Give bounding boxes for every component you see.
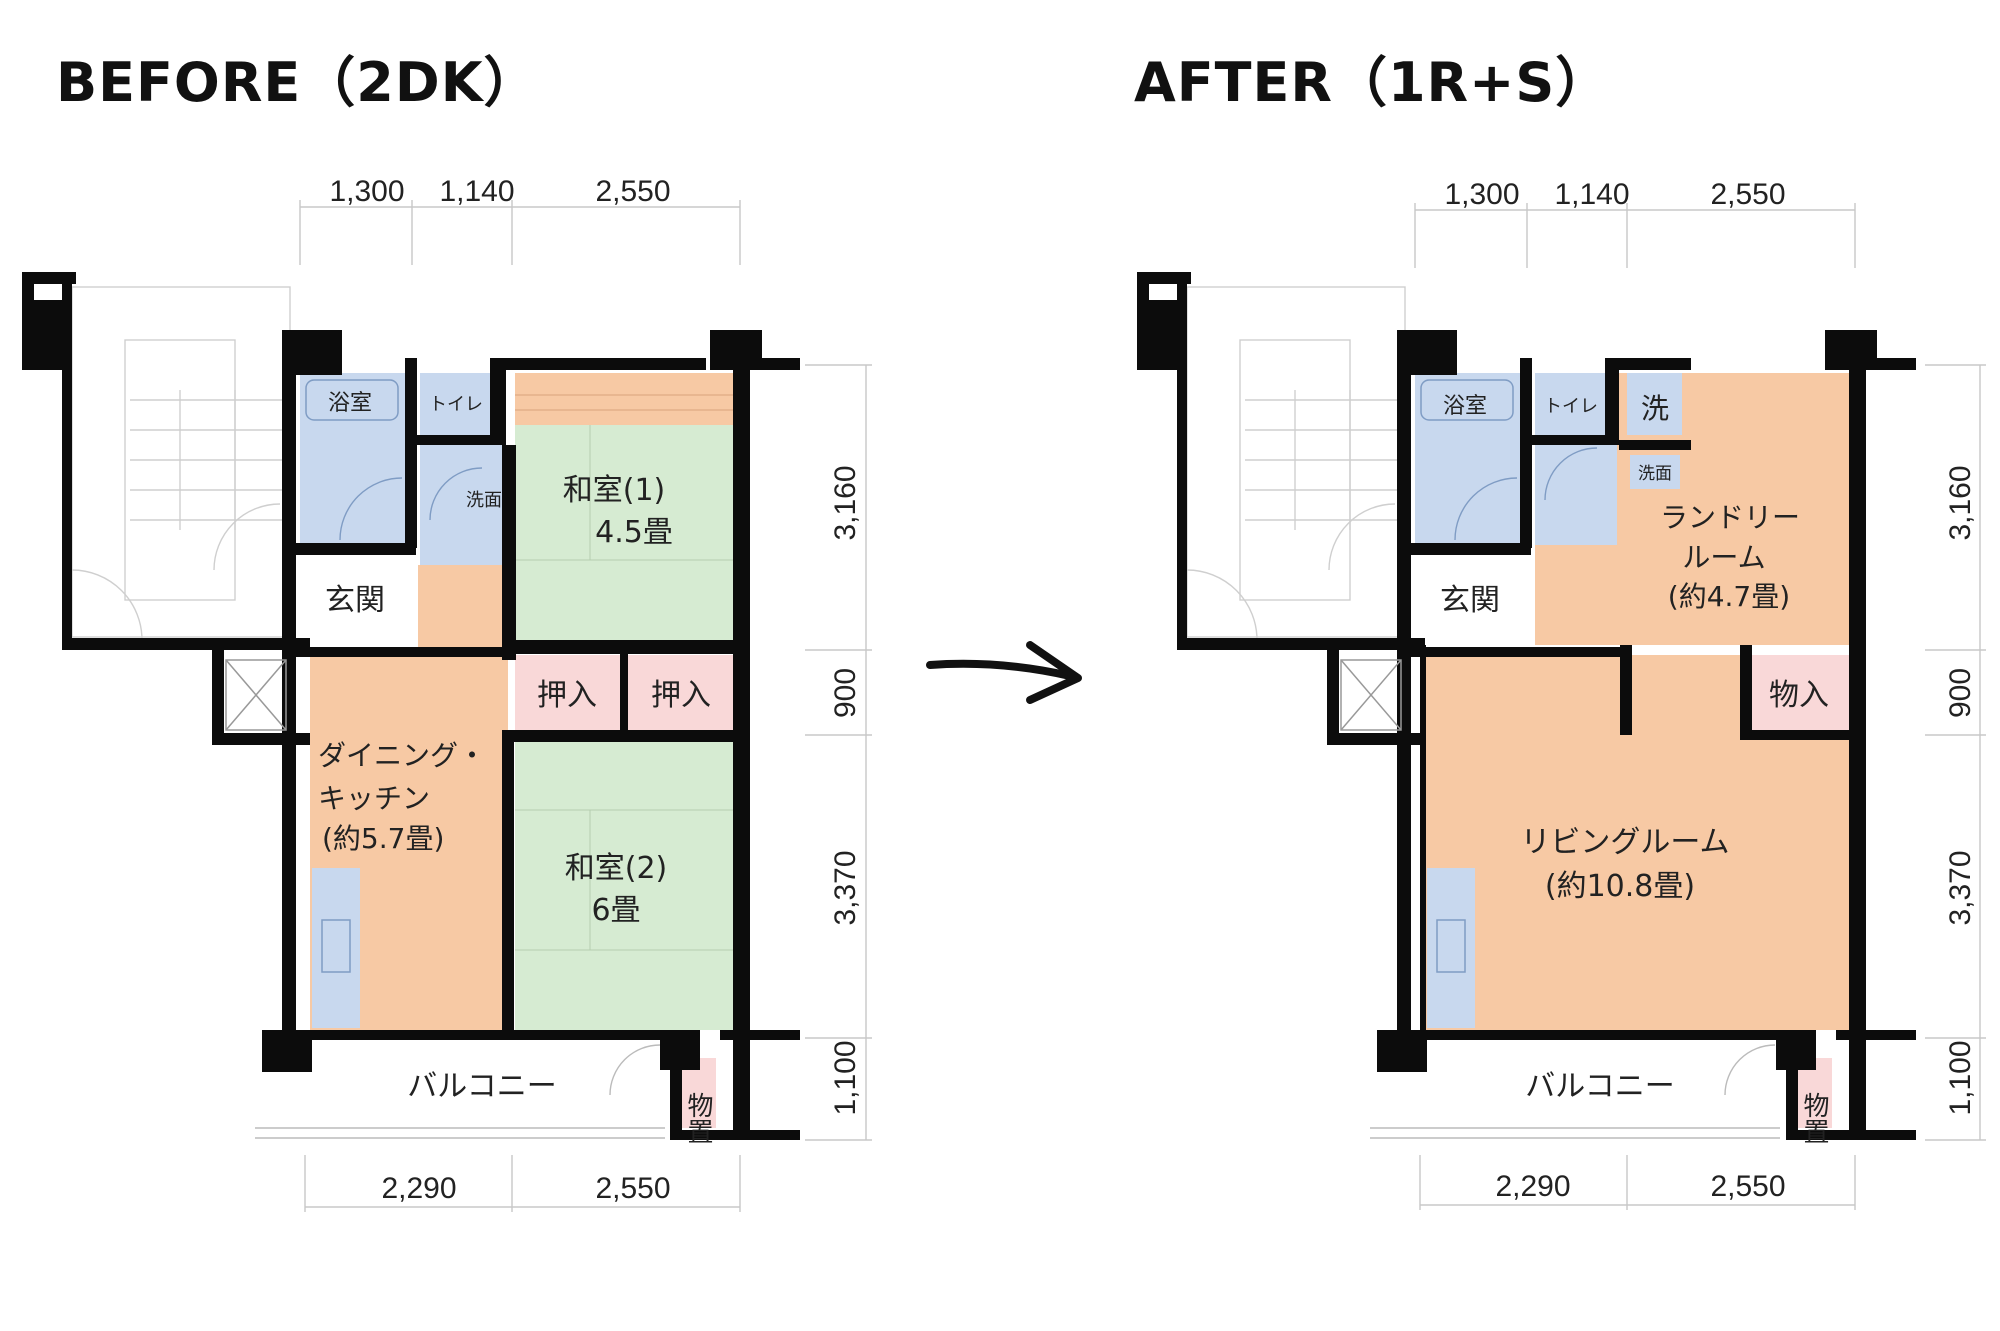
before-toilet-label: トイレ [429, 394, 483, 415]
after-dim-right-2: 900 [1944, 668, 1977, 718]
after-washbasin-label: 洗面 [1638, 464, 1672, 484]
after-plan: 1,300 1,140 2,550 3,160 900 3,370 1,100 … [1137, 178, 1986, 1210]
after-washer [1627, 373, 1682, 435]
after-washbasin-area [1535, 445, 1617, 545]
before-closet2 [628, 655, 733, 733]
after-stairwell [1186, 286, 1406, 641]
after-toilet-label: トイレ [1544, 396, 1598, 417]
after-balcony-label: バルコニー [1525, 1069, 1674, 1104]
after-washbasin [1630, 455, 1680, 489]
after-duct [1340, 659, 1402, 731]
before-closet1 [515, 655, 620, 733]
dim-top-3: 2,550 [595, 175, 670, 208]
after-dims-top: 1,300 1,140 2,550 [1414, 178, 1856, 268]
dim-bottom-2: 2,550 [595, 1172, 670, 1205]
dim-top-2: 1,140 [439, 175, 514, 208]
after-dim-right-4: 1,100 [1944, 1040, 1977, 1115]
after-laundry-line1: ランドリー [1660, 501, 1800, 534]
after-kitchen-counter [1427, 868, 1475, 1028]
after-dim-top-2: 1,140 [1554, 178, 1629, 211]
before-dk-line3: (約5.7畳) [322, 822, 444, 855]
after-toilet [1535, 373, 1607, 435]
before-dk-line1: ダイニング・ [318, 739, 486, 772]
after-dim-bottom-2: 2,550 [1710, 1170, 1785, 1203]
before-washitsu1 [515, 425, 733, 645]
after-dims-bottom: 2,290 2,550 [1419, 1155, 1856, 1210]
after-dim-right-1: 3,160 [1944, 465, 1977, 540]
after-entrance-label: 玄関 [1440, 583, 1500, 618]
after-fixture-lines [1420, 379, 1776, 1096]
after-closet-label: 物入 [1769, 678, 1829, 713]
after-dim-bottom-1: 2,290 [1495, 1170, 1570, 1203]
before-hallway [418, 565, 510, 647]
before-closet2-label: 押入 [651, 678, 711, 713]
dim-right-1: 3,160 [829, 465, 862, 540]
after-dim-right-3: 3,370 [1944, 850, 1977, 925]
after-bath-label: 浴室 [1443, 394, 1487, 419]
before-bath-label: 浴室 [328, 391, 372, 416]
dim-top-1: 1,300 [329, 175, 404, 208]
before-washitsu2 [515, 738, 733, 1030]
before-washitsu1-size: 4.5畳 [595, 515, 673, 550]
before-title: BEFORE（2DK） [56, 51, 539, 114]
before-storage-label: 物置 [683, 1092, 713, 1144]
before-washitsu1-name: 和室(1) [563, 473, 666, 508]
after-dim-top-1: 1,300 [1444, 178, 1519, 211]
after-storage-label: 物置 [1799, 1092, 1829, 1144]
before-dims-top: 1,300 1,140 2,550 [299, 175, 741, 265]
after-laundry-line3: (約4.7畳) [1668, 580, 1790, 613]
after-closet [1749, 655, 1849, 733]
dim-right-2: 900 [829, 668, 862, 718]
before-entrance-label: 玄関 [325, 583, 385, 618]
before-tatami-lines [305, 379, 733, 1096]
after-bath [1415, 373, 1522, 543]
after-title: AFTER（1R+S） [1134, 51, 1611, 114]
before-engawa [515, 373, 733, 425]
before-bath [300, 373, 407, 543]
before-plan: 1,300 1,140 2,550 3,160 900 3,370 1,100 … [22, 175, 872, 1212]
after-washer-label: 洗 [1641, 392, 1669, 425]
dim-right-3: 3,370 [829, 850, 862, 925]
before-washitsu2-name: 和室(2) [565, 851, 668, 886]
after-dim-top-3: 2,550 [1710, 178, 1785, 211]
before-dk-line2: キッチン [318, 782, 430, 815]
before-washitsu2-size: 6畳 [591, 893, 640, 928]
before-washbasin-label: 洗面 [466, 490, 502, 511]
after-walls [1137, 272, 1916, 1140]
before-toilet [420, 373, 492, 435]
dim-right-4: 1,100 [829, 1040, 862, 1115]
before-kitchen-counter [312, 868, 360, 1028]
before-balcony-label: バルコニー [407, 1069, 556, 1104]
dim-bottom-1: 2,290 [381, 1172, 456, 1205]
before-closet1-label: 押入 [537, 678, 597, 713]
before-duct [225, 659, 287, 731]
after-laundry-line2: ルーム [1682, 541, 1765, 574]
before-walls [22, 272, 800, 1140]
before-stairwell [71, 286, 291, 641]
before-dims-right: 3,160 900 3,370 1,100 [805, 364, 872, 1141]
before-dims-bottom: 2,290 2,550 [304, 1155, 741, 1212]
after-living-line2: (約10.8畳) [1545, 869, 1695, 904]
before-washbasin [420, 445, 504, 565]
after-living-line1: リビングルーム [1520, 825, 1729, 860]
after-dims-right: 3,160 900 3,370 1,100 [1925, 364, 1986, 1141]
arrow-right-icon [926, 641, 1082, 704]
after-laundry-hall [1535, 545, 1617, 645]
